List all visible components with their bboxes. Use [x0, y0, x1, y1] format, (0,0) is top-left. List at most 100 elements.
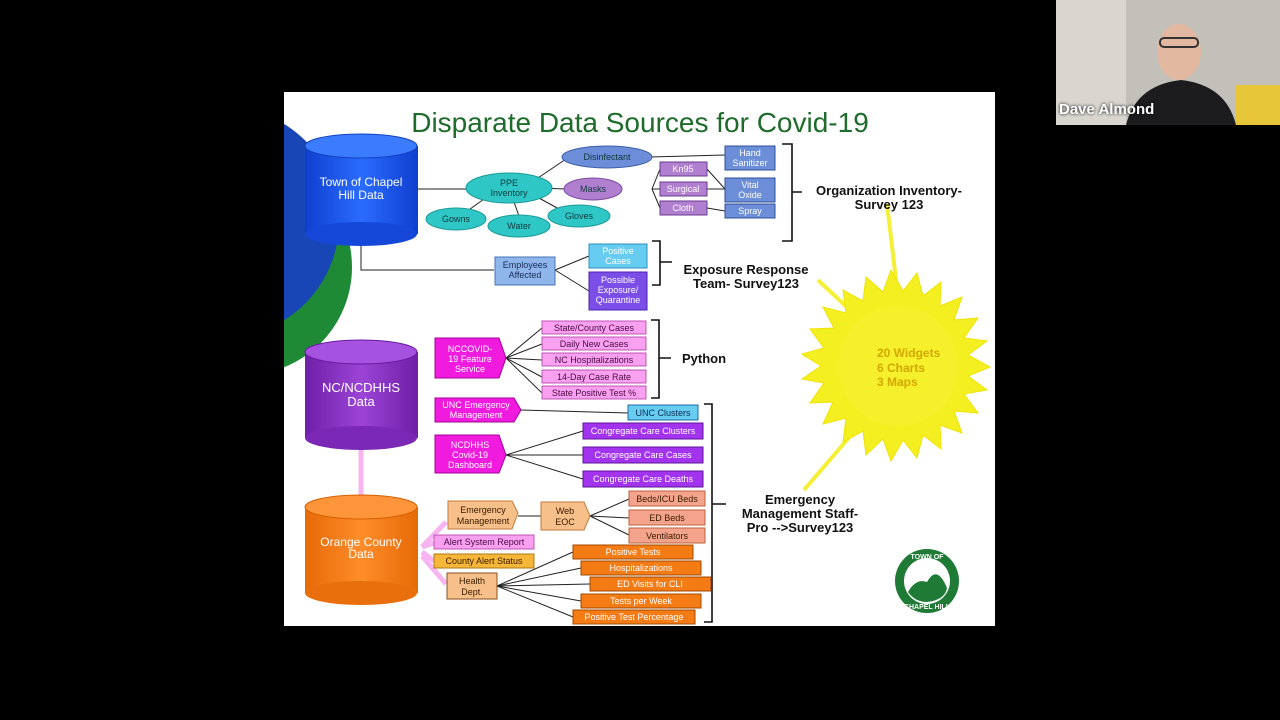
sun-line-maps: 3 Maps	[877, 375, 918, 389]
nccovid-service-label-2: 19 Feature	[448, 354, 492, 364]
disinfectant-node: Disinfectant	[561, 145, 653, 169]
hand-sanitizer-label-2: Sanitizer	[732, 158, 767, 168]
emergency-output-label-2: Management Staff-	[742, 506, 858, 521]
hand-sanitizer-box	[724, 145, 776, 171]
logo-text-bottom: CHAPEL HILL	[904, 604, 951, 611]
orange-county-data-label: Orange County	[320, 535, 401, 549]
ed-visits-label: ED Visits for CLI	[617, 579, 683, 589]
ncdhhs-data-label: NC/NCDHHS	[322, 380, 400, 395]
possible-exposure-box	[588, 271, 648, 311]
nccovid-feature-service-box	[434, 337, 507, 379]
gloves-node: Gloves	[547, 204, 611, 228]
inventory-output-label: Organization Inventory-	[816, 183, 962, 198]
ppe-inventory-label-2: Inventory	[490, 188, 528, 198]
congregate-clusters-label: Congregate Care Clusters	[591, 426, 696, 436]
sun-line-charts: 6 Charts	[877, 361, 925, 375]
ed-beds-label: ED Beds	[649, 513, 685, 523]
mask-cloth-box	[659, 200, 708, 216]
ppe-inventory-node: PPE Inventory	[465, 172, 553, 204]
sun-core	[838, 306, 958, 426]
presentation-slide: Disparate Data Sources for Covid-19	[284, 92, 995, 626]
sun-summary-graphic: 20 Widgets 6 Charts 3 Maps	[800, 203, 992, 492]
unc-emergency-label-2: Management	[450, 410, 503, 420]
ncdhhs-data-label-2: Data	[347, 394, 375, 409]
mask-cloth-label: Cloth	[672, 203, 693, 213]
mask-kn95-box	[659, 161, 708, 177]
tests-per-week-label: Tests per Week	[610, 596, 672, 606]
state-county-cases-label: State/County Cases	[554, 323, 635, 333]
ncdhhs-data-cylinder: NC/NCDHHS Data	[304, 339, 418, 450]
data-sources-diagram: Disparate Data Sources for Covid-19	[284, 107, 992, 625]
hospitalizations-label: Hospitalizations	[609, 563, 673, 573]
possible-exposure-label-3: Quarantine	[596, 295, 641, 305]
employees-affected-label: Employees	[503, 260, 548, 270]
congregate-cases-label: Congregate Care Cases	[594, 450, 692, 460]
disinfectant-label: Disinfectant	[583, 152, 631, 162]
ed-visits-box	[589, 576, 712, 592]
positive-cases-box	[588, 243, 648, 269]
water-node: Water	[487, 214, 551, 238]
nc-hospitalizations-box	[541, 352, 647, 367]
state-county-cases-box	[541, 320, 647, 335]
emergency-management-box	[447, 500, 519, 530]
spray-label: Spray	[738, 206, 762, 216]
hand-sanitizer-label: Hand	[739, 148, 761, 158]
positive-cases-label-2: Cases	[605, 256, 631, 266]
ncdhhs-dashboard-label-3: Dashboard	[448, 460, 492, 470]
grouping-brackets	[651, 143, 802, 623]
web-eoc-label-2: EOC	[555, 517, 575, 527]
emergency-output-label: Emergency	[765, 492, 836, 507]
unc-emergency-label: UNC Emergency	[442, 400, 510, 410]
county-alert-status-label: County Alert Status	[445, 556, 523, 566]
ventilators-label: Ventilators	[646, 531, 689, 541]
gowns-label: Gowns	[442, 214, 471, 224]
nc-hospitalizations-label: NC Hospitalizations	[555, 355, 634, 365]
positive-test-pct-label: State Positive Test %	[552, 388, 636, 398]
nccovid-service-label-3: Service	[455, 364, 485, 374]
alert-system-report-label: Alert System Report	[444, 537, 525, 547]
participant-video-tile[interactable]	[1056, 0, 1280, 125]
congregate-cases-box	[582, 446, 704, 464]
daily-new-cases-box	[541, 336, 647, 351]
positive-cases-label: Positive	[602, 246, 634, 256]
ed-beds-box	[628, 509, 706, 526]
participant-video-feed	[1056, 0, 1280, 125]
positive-tests-box	[572, 544, 694, 560]
masks-node: Masks	[563, 177, 623, 201]
sun-line-widgets: 20 Widgets	[877, 346, 941, 360]
ventilators-box	[628, 527, 706, 544]
town-data-label: Town of Chapel	[320, 175, 403, 189]
health-dept-label: Health	[459, 576, 485, 586]
tests-per-week-box	[580, 593, 702, 609]
connector-lines	[360, 154, 726, 618]
possible-exposure-label: Possible	[601, 275, 635, 285]
chapel-hill-logo: TOWN OF CHAPEL HILL	[895, 549, 959, 613]
orange-county-data-label-2: Data	[348, 547, 374, 561]
health-dept-box	[446, 572, 498, 600]
orange-county-data-cylinder: Orange County Data	[304, 494, 418, 605]
positive-tests-label: Positive Tests	[606, 547, 661, 557]
positive-test-pct-box	[541, 385, 647, 400]
town-data-cylinder: Town of Chapel Hill Data	[304, 133, 418, 246]
web-eoc-label: Web	[556, 506, 574, 516]
masks-label: Masks	[580, 184, 607, 194]
case-rate-box	[541, 369, 647, 384]
congregate-clusters-box	[582, 422, 704, 440]
case-rate-label: 14-Day Case Rate	[557, 372, 631, 382]
emergency-management-label: Emergency	[460, 505, 506, 515]
daily-new-cases-label: Daily New Cases	[560, 339, 629, 349]
ncdhhs-dashboard-box	[434, 434, 507, 474]
positive-test-percentage-label: Positive Test Percentage	[585, 612, 684, 622]
web-eoc-box	[540, 501, 591, 531]
slide-title: Disparate Data Sources for Covid-19	[411, 107, 869, 138]
hospitalizations-box	[580, 560, 702, 576]
gloves-label: Gloves	[565, 211, 594, 221]
beds-icu-label: Beds/ICU Beds	[636, 494, 698, 504]
ppe-inventory-label: PPE	[500, 178, 518, 188]
mask-surgical-box	[659, 181, 708, 197]
unc-clusters-label: UNC Clusters	[635, 408, 691, 418]
employees-affected-label-2: Affected	[509, 270, 542, 280]
town-data-label-2: Hill Data	[338, 188, 384, 202]
exposure-output-label: Exposure Response	[684, 262, 809, 277]
exposure-output-label-2: Team- Survey123	[693, 276, 799, 291]
